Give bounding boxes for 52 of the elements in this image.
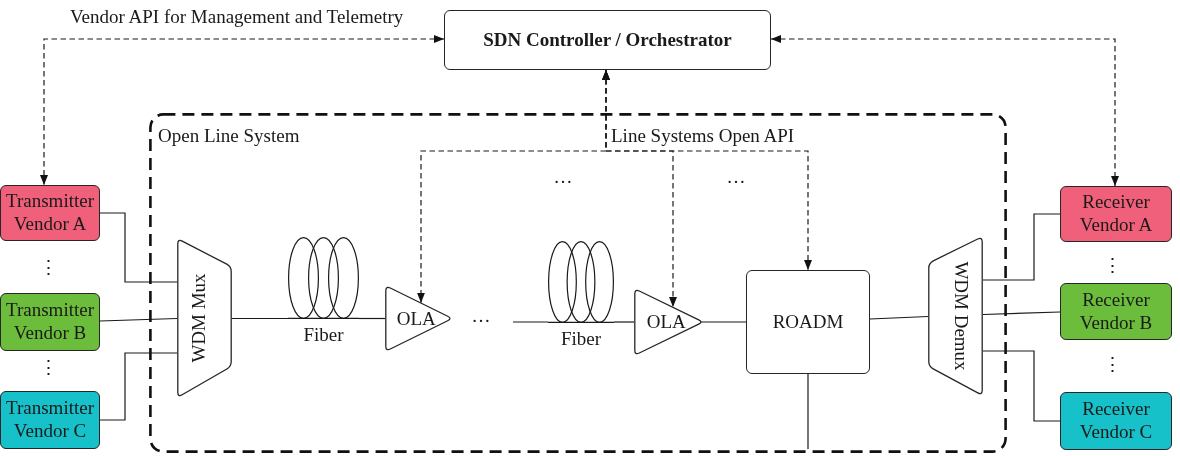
double-arrow [602, 69, 812, 271]
connector-line [99, 212, 178, 283]
connector-line [99, 317, 178, 322]
connector-line [982, 213, 1061, 281]
connector-line [358, 317, 386, 320]
box-label: Transmitter Vendor C [5, 397, 95, 443]
multiplexer-trapezoid [177, 238, 232, 398]
receiver-box [1060, 283, 1172, 340]
continuation-dots: … [553, 165, 573, 189]
box-label: Receiver Vendor C [1078, 398, 1154, 444]
box-label: Transmitter Vendor A [5, 190, 95, 236]
shape-label: WDM Mux [187, 273, 210, 363]
continuation-dots: ⋮ [38, 356, 58, 380]
demultiplexer-trapezoid [928, 236, 983, 396]
box-label: Receiver Vendor A [1078, 191, 1154, 237]
box-label: SDN Controller / Orchestrator [483, 28, 732, 52]
system-boundary [149, 113, 1007, 453]
node-caption: Fiber [303, 324, 344, 347]
transmitter-box [0, 391, 100, 449]
edge-label: Vendor API for Management and Telemetry [70, 6, 404, 29]
double-arrow [40, 35, 445, 186]
connector-line [512, 321, 549, 323]
node-caption: Fiber [560, 327, 602, 351]
shape-label: OLA [646, 310, 686, 334]
shape-label: OLA [396, 307, 436, 330]
shape-label: WDM Demux [950, 261, 973, 371]
connector-line [700, 321, 747, 323]
connector-line [982, 350, 1061, 422]
connector-line [807, 373, 809, 450]
continuation-dots: ⋮ [38, 256, 58, 280]
connector-line [982, 311, 1061, 316]
connector-line [99, 352, 178, 421]
roadm-box [746, 270, 870, 374]
controller-box [444, 10, 771, 70]
box-label: ROADM [772, 310, 844, 334]
receiver-box [1060, 392, 1172, 450]
connector-line [613, 321, 635, 323]
group-title: Open Line System [158, 125, 300, 148]
box-label: Transmitter Vendor B [5, 299, 95, 345]
amplifier-triangle [385, 285, 453, 352]
continuation-dots: ⋮ [1102, 353, 1122, 377]
continuation-dots: … [726, 165, 746, 189]
continuation-dots: … [471, 304, 491, 328]
connector-line [231, 317, 289, 320]
receiver-box [1060, 186, 1172, 242]
annotation-label: Line Systems Open API [611, 125, 795, 148]
box-label: Receiver Vendor B [1078, 288, 1154, 335]
double-arrow [770, 35, 1119, 187]
transmitter-box [0, 293, 100, 351]
connector-line [869, 315, 929, 320]
amplifier-triangle [634, 288, 704, 356]
continuation-dots: ⋮ [1102, 254, 1122, 278]
